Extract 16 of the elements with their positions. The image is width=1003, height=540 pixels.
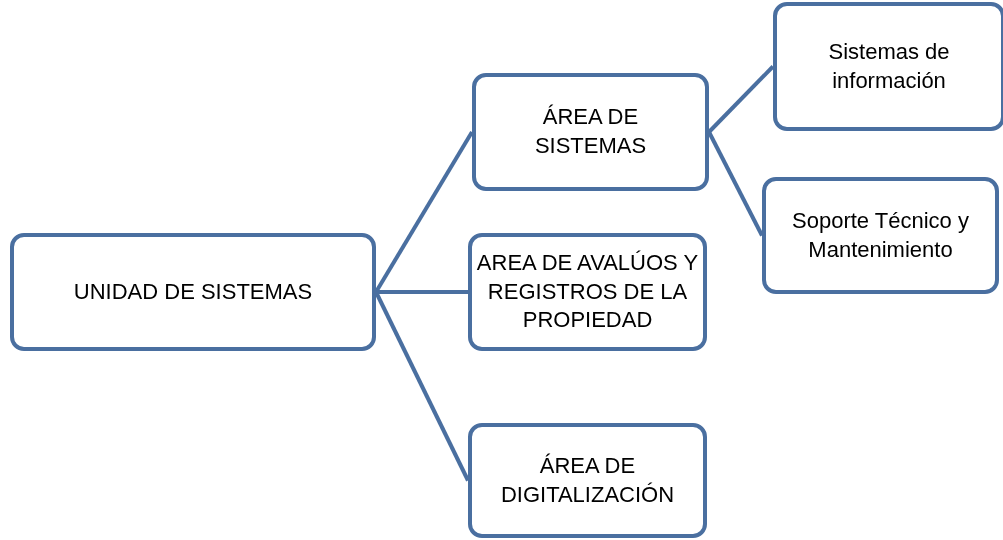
org-unit-box: [472, 73, 709, 191]
org-unit-box: [10, 233, 376, 351]
unit-name: ÁREA DE SISTEMAS: [533, 103, 648, 160]
org-unit-box: [762, 177, 999, 294]
org-unit-box: [468, 423, 707, 538]
org-unit-box: [468, 233, 707, 351]
unit-name: UNIDAD DE SISTEMAS: [73, 277, 313, 306]
connector-line: [707, 131, 764, 237]
connector-line: [376, 290, 468, 294]
unit-name: AREA DE AVALÚOS Y REGISTROS DE LA PROPIEDAD: [476, 249, 699, 335]
connector-line: [374, 291, 470, 482]
unit-name: Soporte Técnico y Mantenimiento: [791, 206, 970, 264]
org-unit-box: [773, 2, 1003, 131]
unit-name: ÁREA DE DIGITALIZACIÓN: [499, 451, 676, 509]
connector-line: [707, 65, 775, 134]
unit-name: Sistemas de información: [827, 37, 951, 95]
